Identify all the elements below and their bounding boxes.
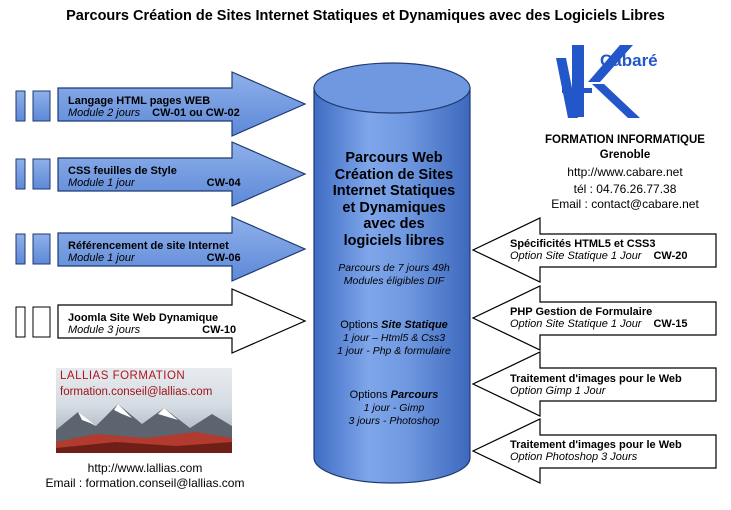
- lallias-logo: LALLIAS FORMATION formation.conseil@lall…: [56, 368, 232, 453]
- right-option-2: PHP Gestion de Formulaire Option Site St…: [510, 306, 687, 330]
- cabare-phone: tél : 04.76.26.77.38: [573, 182, 677, 196]
- lallias-url[interactable]: http://www.lallias.com: [87, 461, 203, 475]
- option-code: CW-15: [653, 318, 688, 330]
- module-code: CW-06: [206, 252, 241, 264]
- right-arrow-4: [471, 418, 717, 484]
- cabare-info: FORMATION INFORMATIQUE Grenoble http://w…: [520, 133, 730, 212]
- left-module-4: Joomla Site Web Dynamique Module 3 jours…: [68, 312, 236, 336]
- left-module-1: Langage HTML pages WEB Module 2 jours CW-…: [68, 95, 240, 119]
- cylinder-options-static: Options Site Statique 1 jour – Html5 & C…: [337, 319, 451, 357]
- option-desc: Option Photoshop 3 Jours: [510, 451, 638, 463]
- module-code: CW-04: [206, 177, 241, 189]
- left-arrows: [57, 71, 307, 354]
- lallias-info: http://www.lallias.com Email : formation…: [20, 461, 270, 491]
- left-bars: [15, 90, 51, 338]
- cabare-company: FORMATION INFORMATIQUE: [545, 134, 705, 146]
- left-module-3: Référencement de site Internet Module 1 …: [68, 240, 241, 264]
- bar-2b: [32, 158, 51, 190]
- cylinder-options-parcours: Options Parcours 1 jour - Gimp 3 jours -…: [348, 389, 440, 427]
- module-title: CSS feuilles de Style: [68, 165, 177, 177]
- bar-3b: [32, 233, 51, 265]
- option-title: PHP Gestion de Formulaire: [510, 306, 653, 318]
- right-arrow-1: [471, 217, 717, 283]
- right-option-3: Traitement d'images pour le Web Option G…: [510, 373, 682, 397]
- option-title: Traitement d'images pour le Web: [510, 373, 682, 385]
- left-arrow-4: [57, 288, 307, 354]
- right-option-1: Spécificités HTML5 et CSS3 Option Site S…: [510, 238, 687, 262]
- left-arrow-3: [57, 216, 307, 282]
- option-desc: Option Gimp 1 Jour: [510, 385, 606, 397]
- option-code: CW-20: [653, 250, 688, 262]
- left-module-2: CSS feuilles de Style Module 1 jour CW-04: [68, 165, 241, 189]
- option-desc: Option Site Statique 1 Jour: [510, 318, 642, 330]
- module-duration: Module 1 jour: [68, 177, 135, 189]
- left-arrow-1: [57, 71, 307, 137]
- bar-2a: [15, 158, 26, 190]
- cabare-logo-text: Cabaré: [600, 51, 658, 70]
- central-cylinder: [313, 62, 471, 484]
- module-duration: Module 2 jours: [68, 107, 141, 119]
- right-arrow-2: [471, 285, 717, 351]
- cylinder-duration: Parcours de 7 jours 49h Modules éligible…: [338, 262, 450, 287]
- left-arrow-2: [57, 141, 307, 207]
- option-title: Traitement d'images pour le Web: [510, 439, 682, 451]
- mountain-image: [56, 404, 232, 453]
- module-code: CW-01 ou CW-02: [152, 107, 240, 119]
- right-option-4: Traitement d'images pour le Web Option P…: [510, 439, 682, 463]
- page-title: Parcours Création de Sites Internet Stat…: [66, 8, 665, 24]
- module-code: CW-10: [202, 324, 237, 336]
- module-title: Joomla Site Web Dynamique: [68, 312, 219, 324]
- module-duration: Module 1 jour: [68, 252, 135, 264]
- cabare-email[interactable]: Email : contact@cabare.net: [551, 197, 699, 211]
- cabare-url[interactable]: http://www.cabare.net: [567, 165, 683, 179]
- right-arrows: [471, 217, 717, 484]
- bar-1a: [15, 90, 26, 122]
- right-arrow-3: [471, 351, 717, 417]
- module-duration: Module 3 jours: [68, 324, 141, 336]
- cylinder-title: Parcours Web Création de Sites Internet …: [332, 150, 456, 249]
- bar-4a: [15, 306, 26, 338]
- bar-3a: [15, 233, 26, 265]
- bar-4b: [32, 306, 51, 338]
- lallias-email[interactable]: Email : formation.conseil@lallias.com: [45, 476, 245, 490]
- module-title: Référencement de site Internet: [68, 240, 229, 252]
- cabare-city: Grenoble: [599, 149, 651, 161]
- cabare-logo: Cabaré: [556, 45, 658, 118]
- lallias-logo-email: formation.conseil@lallias.com: [60, 386, 213, 398]
- bar-1b: [32, 90, 51, 122]
- lallias-logo-title: LALLIAS FORMATION: [60, 370, 186, 382]
- option-title: Spécificités HTML5 et CSS3: [510, 238, 656, 250]
- module-title: Langage HTML pages WEB: [68, 95, 211, 107]
- option-desc: Option Site Statique 1 Jour: [510, 250, 642, 262]
